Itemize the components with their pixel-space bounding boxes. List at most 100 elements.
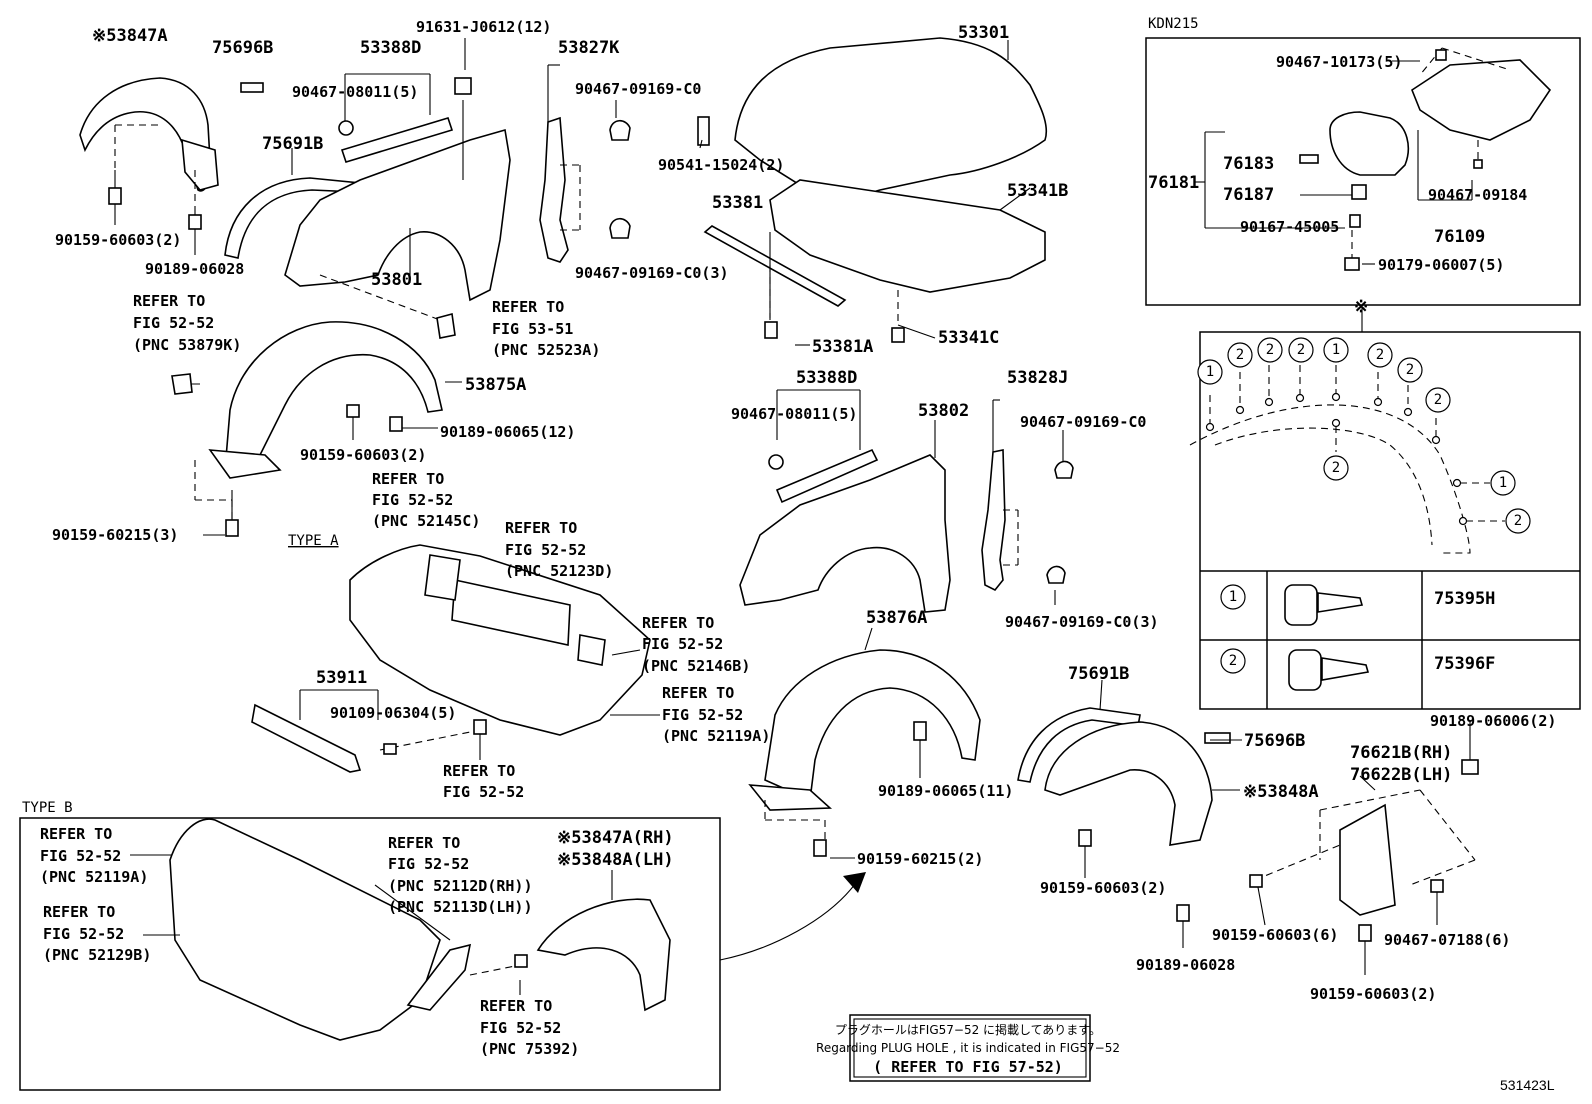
bolt-90541 [697,116,710,146]
fender-53802 [739,454,951,613]
svg-text:REFER TO: REFER TO [388,834,460,852]
label-75696b-top: 75696B [212,38,273,58]
asterisk-mark: ※ [1354,297,1368,317]
label-90159-60603-a: 90159-60603(2) [55,231,181,249]
label-53848a-lh: ※53848A(LH) [557,850,674,870]
label-90159-60215-3: 90159-60215(3) [52,526,178,544]
label-90467-09169-c0-3-top: 90467-09169-C0(3) [575,264,729,282]
callout-one: 1 [1206,364,1214,380]
refer-block-8: REFER TO FIG 52-52 (PNC 52119A) [40,825,148,886]
label-90467-09169-c0-top: 90467-09169-C0 [575,80,701,98]
label-76181: 76181 [1148,173,1199,193]
callout-one: 1 [1332,342,1340,358]
svg-text:(PNC 75392): (PNC 75392) [480,1040,579,1058]
note-ref: ( REFER TO FIG 57-52) [873,1058,1063,1076]
mudflap-76621b [1339,803,1396,916]
liner-53876a [764,649,981,802]
label-90467-09169-c0-mid: 90467-09169-C0 [1020,413,1146,431]
svg-text:REFER TO: REFER TO [492,298,564,316]
svg-text:FIG 52-52: FIG 52-52 [43,925,124,943]
label-53802: 53802 [918,401,969,421]
label-53875a: 53875A [465,375,526,395]
refer-block-4: REFER TO FIG 52-52 (PNC 52123D) [505,519,613,580]
label-75696b-mid: 75696B [1244,731,1305,751]
label-90189-06065-12: 90189-06065(12) [440,423,575,441]
callout-two: 2 [1406,362,1414,378]
label-90159-60215-2: 90159-60215(2) [857,850,983,868]
svg-text:FIG 52-52: FIG 52-52 [662,706,743,724]
emblem-75696b-mid [1204,732,1231,744]
callout-two: 2 [1434,392,1442,408]
label-90159-60603-c: 90159-60603(2) [1040,879,1166,897]
hood-insulator-53341b [769,179,1046,293]
svg-text:(PNC 52146B): (PNC 52146B) [642,657,750,675]
type-b-box [19,817,721,1091]
label-90109: 90109-06304(5) [330,704,456,722]
guard-76109 [1411,59,1552,141]
seal-53388d-mid [775,448,879,504]
label-90467-08011-top: 90467-08011(5) [292,83,418,101]
callout-one: 1 [1499,475,1507,491]
label-90467-07188: 90467-07188(6) [1384,931,1510,949]
note-jp: プラグホールはFIG57−52 に掲載してあります。 [835,1022,1101,1037]
label-90467-10173: 90467-10173(5) [1276,53,1402,71]
callout-two: 2 [1236,347,1244,363]
callout-two: 2 [1229,653,1237,669]
svg-text:REFER TO: REFER TO [372,470,444,488]
callout-two: 2 [1514,513,1522,529]
label-53381: 53381 [712,193,763,213]
svg-text:FIG 52-52: FIG 52-52 [642,635,723,653]
bumper-type-b [169,818,441,1041]
fender-53801 [284,128,511,302]
label-90467-09184: 90467-09184 [1428,186,1527,204]
svg-text:(PNC 52129B): (PNC 52129B) [43,946,151,964]
label-53388d-mid: 53388D [796,368,857,388]
label-90159-60603-b: 90159-60603(2) [300,446,426,464]
direction-arrow [719,879,859,961]
label-91631: 91631-J0612(12) [416,18,551,36]
label-90189-06028-a: 90189-06028 [145,260,244,278]
label-90467-08011-mid: 90467-08011(5) [731,405,857,423]
svg-text:(PNC 52113D(LH)): (PNC 52113D(LH)) [388,898,533,916]
label-75396f: 75396F [1434,654,1495,674]
svg-text:FIG 52-52: FIG 52-52 [372,491,453,509]
flare-53847a-rh [536,898,671,1012]
refer-block-10: REFER TO FIG 52-52 (PNC 52112D(RH)) (PNC… [388,834,533,916]
label-53381a: 53381A [812,337,873,357]
svg-text:(PNC 52145C): (PNC 52145C) [372,512,480,530]
svg-text:FIG 52-52: FIG 52-52 [505,541,586,559]
kdn215-box [1145,37,1581,306]
label-53341b: 53341B [1007,181,1068,201]
label-type-b: TYPE B [22,800,73,816]
bracket-53827k [539,116,569,263]
svg-text:REFER TO: REFER TO [443,762,515,780]
label-76183: 76183 [1223,154,1274,174]
moulding-75691b-mid [1017,707,1141,783]
refer-block-1: REFER TO FIG 52-52 (PNC 53879K) [133,292,241,354]
label-90167: 90167-45005 [1240,218,1339,236]
label-76621b: 76621B(RH) [1350,743,1452,763]
emblem-75696b [240,82,264,93]
refer-block-9: REFER TO FIG 52-52 (PNC 52129B) [43,903,151,964]
svg-text:(PNC 52523A): (PNC 52523A) [492,341,600,359]
refer-block-3: REFER TO FIG 52-52 (PNC 52145C) [372,470,480,530]
label-53848a-mid: ※53848A [1243,782,1319,802]
label-76622b: 76622B(LH) [1350,765,1452,785]
svg-text:FIG 52-52: FIG 52-52 [480,1019,561,1037]
refer-block-5: REFER TO FIG 52-52 (PNC 52146B) [642,614,750,675]
label-76109: 76109 [1434,227,1485,247]
label-53388d-top: 53388D [360,38,421,58]
label-90189-06065-11: 90189-06065(11) [878,782,1013,800]
figure-id-label: 531423L [1500,1077,1555,1093]
svg-text:(PNC 52123D): (PNC 52123D) [505,562,613,580]
label-90541: 90541-15024(2) [658,156,784,174]
svg-text:(PNC 53879K): (PNC 53879K) [133,336,241,354]
svg-text:FIG 53-51: FIG 53-51 [492,320,573,338]
svg-text:REFER TO: REFER TO [505,519,577,537]
svg-text:REFER TO: REFER TO [133,292,205,310]
note-en: Regarding PLUG HOLE , it is indicated in… [816,1041,1120,1055]
label-75691b-top: 75691B [262,134,323,154]
label-53801: 53801 [371,270,422,290]
